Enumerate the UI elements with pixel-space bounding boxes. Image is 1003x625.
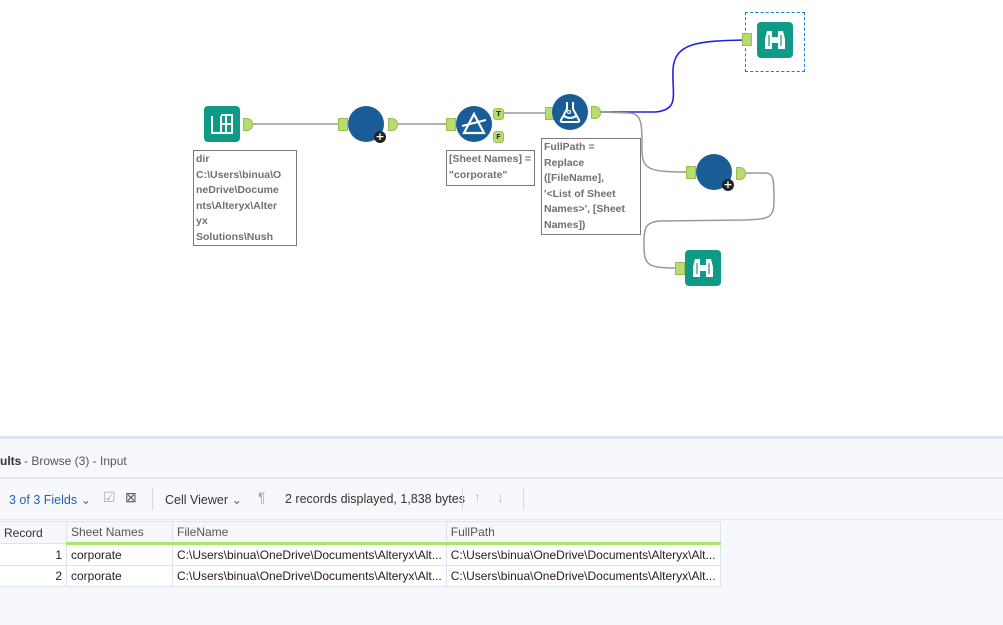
table-row[interactable]: 1 corporate C:\Users\binua\OneDrive\Docu… (0, 543, 721, 566)
append1-input-anchor[interactable] (338, 118, 348, 131)
column-header-sheet-names[interactable]: Sheet Names (66, 521, 173, 545)
divider (462, 488, 463, 510)
wire-formula-browse1 (600, 39, 746, 113)
arrow-up-icon[interactable]: ↑ (474, 489, 481, 505)
results-subtitle: - Browse (3) - Input (24, 454, 127, 468)
divider (523, 488, 524, 510)
append2-output-anchor[interactable] (736, 167, 746, 180)
filter-false-anchor[interactable]: F (493, 131, 504, 143)
column-header-fullpath[interactable]: FullPath (445, 521, 721, 545)
records-status: 2 records displayed, 1,838 bytes (285, 492, 465, 506)
record-cell[interactable]: 1 (0, 543, 67, 566)
arrow-down-icon[interactable]: ↓ (497, 489, 504, 505)
filter-tool[interactable] (456, 106, 492, 142)
formula-output-anchor[interactable] (591, 106, 601, 119)
filter-annotation: [Sheet Names] = "corporate" (446, 150, 535, 186)
connections (249, 39, 775, 269)
results-header: ults - Browse (3) - Input (0, 439, 1003, 479)
record-cell[interactable]: 2 (0, 565, 67, 587)
formula-flask-icon (559, 102, 581, 123)
input-data-tool[interactable] (204, 106, 240, 142)
browse-tool-1[interactable] (757, 22, 793, 58)
fields-label: 3 of 3 Fields (9, 493, 78, 507)
filter-input-anchor[interactable] (446, 118, 456, 131)
divider (152, 488, 153, 510)
plus-icon: + (722, 178, 734, 191)
pilcrow-icon[interactable]: ¶ (258, 489, 266, 505)
results-title: ults (0, 454, 22, 468)
sheet-names-cell[interactable]: corporate (66, 543, 173, 566)
results-table: Record Sheet Names FileName FullPath 1 c… (0, 521, 721, 587)
cell-viewer-label: Cell Viewer (165, 493, 228, 507)
browse-tool-2[interactable] (685, 250, 721, 286)
results-toolbar: 3 of 3 Fields ⌄ ☑ ⊠ Cell Viewer ⌄ ¶ 2 re… (0, 479, 1003, 520)
browse-binoculars-icon (765, 31, 785, 49)
input-data-book-icon (211, 114, 233, 134)
browse2-input-anchor[interactable] (675, 262, 685, 275)
append2-input-anchor[interactable] (686, 166, 696, 179)
fields-dropdown[interactable]: 3 of 3 Fields ⌄ (9, 492, 91, 507)
fullpath-cell[interactable]: C:\Users\binua\OneDrive\Documents\Altery… (445, 543, 721, 566)
filter-true-anchor[interactable]: T (493, 108, 504, 120)
workflow-canvas[interactable]: + T F + dir (0, 0, 1003, 436)
chevron-down-icon: ⌄ (231, 493, 242, 507)
browse1-input-anchor[interactable] (742, 33, 752, 46)
fullpath-cell[interactable]: C:\Users\binua\OneDrive\Documents\Altery… (445, 565, 721, 587)
wire-append2-browse2 (643, 172, 775, 269)
plus-icon: + (374, 130, 386, 143)
table-header-row: Record Sheet Names FileName FullPath (0, 521, 721, 545)
chevron-down-icon: ⌄ (80, 493, 92, 507)
wire-formula-append2 (599, 111, 689, 173)
sheet-names-cell[interactable]: corporate (66, 565, 173, 587)
column-header-filename[interactable]: FileName (172, 521, 447, 545)
deselect-icon[interactable]: ⊠ (125, 489, 137, 505)
input-output-anchor[interactable] (243, 118, 253, 131)
cell-viewer-dropdown[interactable]: Cell Viewer ⌄ (165, 492, 242, 507)
filename-cell[interactable]: C:\Users\binua\OneDrive\Documents\Altery… (172, 565, 447, 587)
filter-prism-icon (461, 111, 487, 135)
select-all-icon[interactable]: ☑ (103, 489, 116, 505)
filename-cell[interactable]: C:\Users\binua\OneDrive\Documents\Altery… (172, 543, 447, 566)
formula-tool[interactable] (552, 94, 588, 130)
column-header-record[interactable]: Record (0, 521, 67, 544)
table-row[interactable]: 2 corporate C:\Users\binua\OneDrive\Docu… (0, 565, 721, 587)
results-panel: ults - Browse (3) - Input 3 of 3 Fields … (0, 436, 1003, 625)
formula-annotation: FullPath = Replace ([FileName], '<List o… (541, 138, 641, 235)
browse-binoculars-icon (693, 259, 713, 277)
append1-output-anchor[interactable] (388, 118, 398, 131)
input-annotation: dir C:\Users\binua\O neDrive\Docume nts\… (193, 150, 297, 246)
